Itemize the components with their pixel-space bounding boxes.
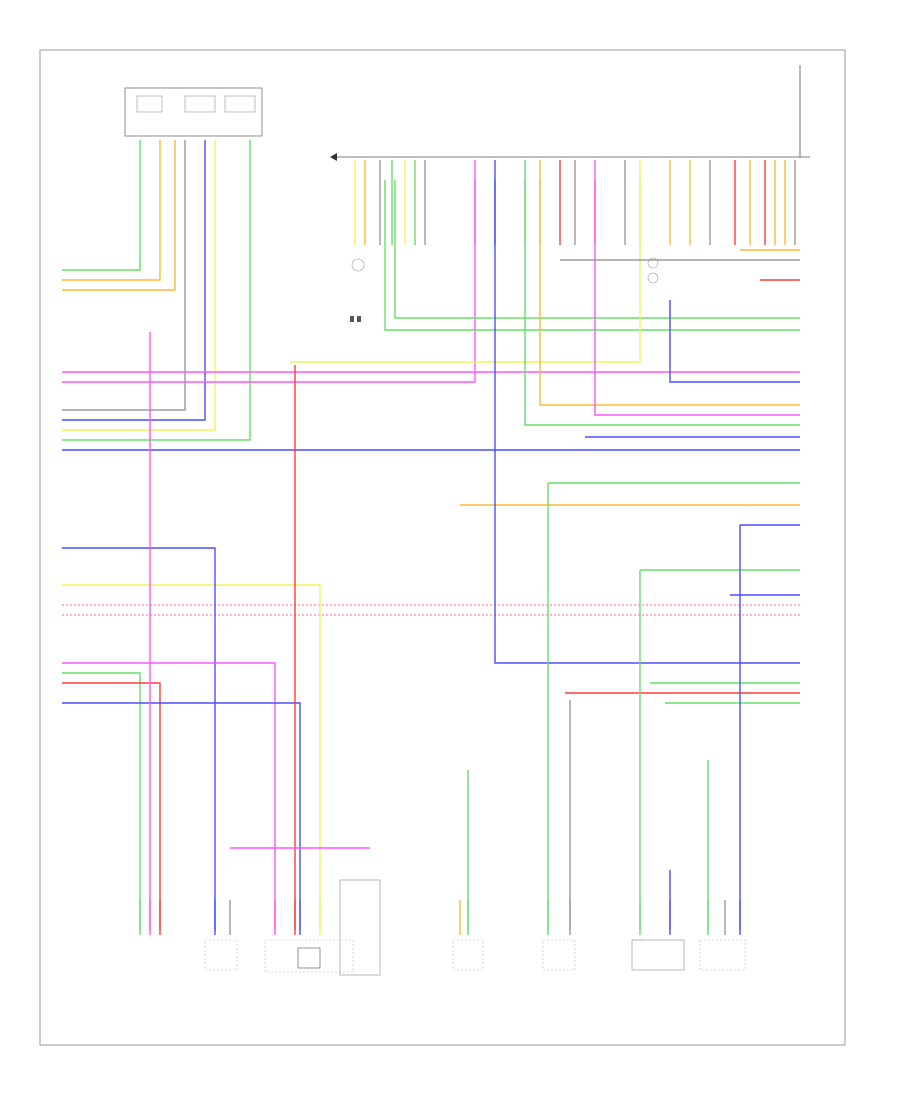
wire-trace	[524, 180, 800, 426]
wire-trace	[62, 702, 301, 930]
wire-trace	[62, 140, 141, 271]
wire-trace	[62, 682, 161, 930]
bottom-components	[204, 879, 746, 976]
splice-points	[647, 257, 659, 284]
wire-trace	[62, 547, 216, 930]
wire-trace	[62, 672, 141, 930]
wire-trace	[494, 180, 800, 664]
wire-trace	[62, 140, 251, 441]
ground-region	[350, 258, 365, 322]
wire-trace	[62, 140, 216, 431]
wire-trace	[62, 140, 161, 281]
wire-trace	[394, 180, 800, 319]
wire-trace	[384, 180, 800, 331]
wire-trace	[62, 140, 206, 421]
wire-trace	[290, 180, 641, 363]
wire-trace	[62, 140, 176, 291]
wire-trace	[62, 140, 186, 411]
wire-trace	[62, 662, 276, 930]
top-left-module	[124, 87, 263, 137]
upper-connector-bar	[330, 153, 810, 161]
wire-trace	[62, 584, 321, 930]
wire-trace	[539, 180, 800, 406]
wire-trace	[594, 180, 800, 416]
wire-layer	[62, 65, 801, 935]
wire-trace	[62, 180, 476, 383]
diagram-frame	[39, 49, 846, 1046]
wire-trace	[669, 300, 800, 383]
